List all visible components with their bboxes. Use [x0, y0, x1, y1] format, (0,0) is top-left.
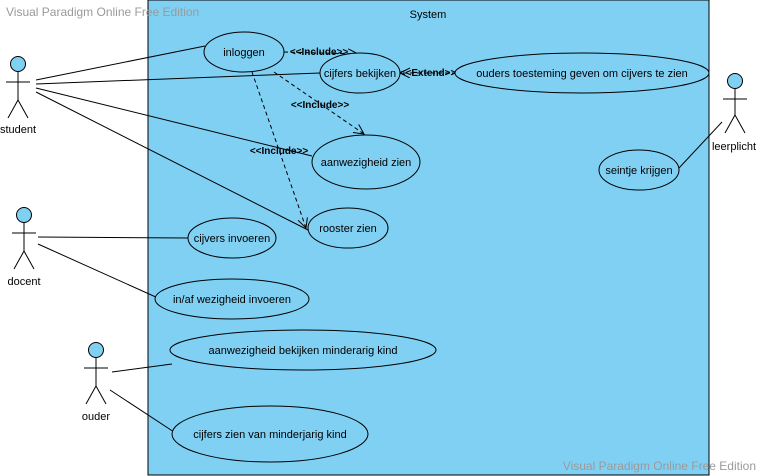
stereotype-extend: <<Extend>> — [400, 68, 457, 79]
usecase-label: seintje krijgen — [605, 165, 672, 177]
usecase-inloggen[interactable]: inloggen — [203, 31, 285, 73]
usecase-cijfers-zien-kind[interactable]: cijfers zien van minderjarig kind — [171, 405, 369, 463]
stereotype-include-3: <<Include>> — [250, 146, 309, 157]
system-title: System — [410, 9, 447, 21]
assoc-student-aanwezigheid — [35, 87, 313, 157]
actor-student[interactable] — [6, 56, 30, 119]
actor-leerplicht-label: leerplicht — [712, 141, 756, 153]
actor-ouder-label: ouder — [82, 411, 110, 423]
usecase-label: cijfers zien van minderjarig kind — [193, 429, 346, 441]
usecase-label: aanwezigheid bekijken minderarig kind — [209, 345, 398, 357]
assoc-leerplicht-seintje — [678, 121, 723, 169]
usecase-label: ouders toesteming geven om cijvers te zi… — [476, 68, 688, 80]
include-inloggen-cijfers — [283, 52, 358, 54]
usecase-rooster-zien[interactable]: rooster zien — [307, 207, 389, 249]
assoc-student-rooster — [35, 91, 313, 233]
usecase-aanwezigheid-zien[interactable]: aanwezigheid zien — [311, 134, 421, 190]
assoc-student-inloggen — [35, 45, 206, 81]
associations — [35, 45, 723, 433]
usecase-aanwezigheid-bekijken-kind[interactable]: aanwezigheid bekijken minderarig kind — [169, 329, 437, 371]
assoc-student-cijfers — [35, 72, 321, 85]
actor-student-label: student — [0, 124, 36, 136]
assoc-docent-inaf — [37, 243, 159, 299]
actor-docent-label: docent — [7, 276, 40, 288]
usecase-label: inloggen — [223, 47, 265, 59]
usecase-ouders-toestemming[interactable]: ouders toesteming geven om cijvers te zi… — [454, 52, 710, 94]
actor-docent[interactable] — [12, 207, 36, 270]
assoc-ouder-aanwezigheid — [111, 363, 173, 373]
stereotype-include-2: <<Include>> — [291, 100, 350, 111]
watermark-bottom: Visual Paradigm Online Free Edition — [563, 459, 756, 473]
actor-ouder[interactable] — [84, 342, 108, 405]
usecase-label: aanwezigheid zien — [321, 157, 412, 169]
assoc-ouder-cijfers — [109, 389, 175, 433]
actor-leerplicht[interactable] — [723, 73, 747, 134]
usecase-label: cijfers bekijken — [324, 68, 396, 80]
usecase-cijvers-invoeren[interactable]: cijvers invoeren — [187, 217, 277, 259]
watermark-top: Visual Paradigm Online Free Edition — [6, 5, 199, 19]
include-inloggen-aanwezigheid — [273, 71, 364, 134]
usecase-label: rooster zien — [319, 223, 376, 235]
usecase-cijfers-bekijken[interactable]: cijfers bekijken — [319, 52, 401, 94]
usecase-label: cijvers invoeren — [194, 233, 270, 245]
relations — [251, 52, 456, 228]
usecase-label: in/af wezigheid invoeren — [173, 294, 291, 306]
assoc-docent-cijvers — [37, 236, 189, 239]
usecase-seintje-krijgen[interactable]: seintje krijgen — [598, 149, 680, 191]
stereotype-include-1: <<Include>> — [290, 47, 349, 58]
usecase-inaf-wezigheid[interactable]: in/af wezigheid invoeren — [154, 278, 310, 320]
